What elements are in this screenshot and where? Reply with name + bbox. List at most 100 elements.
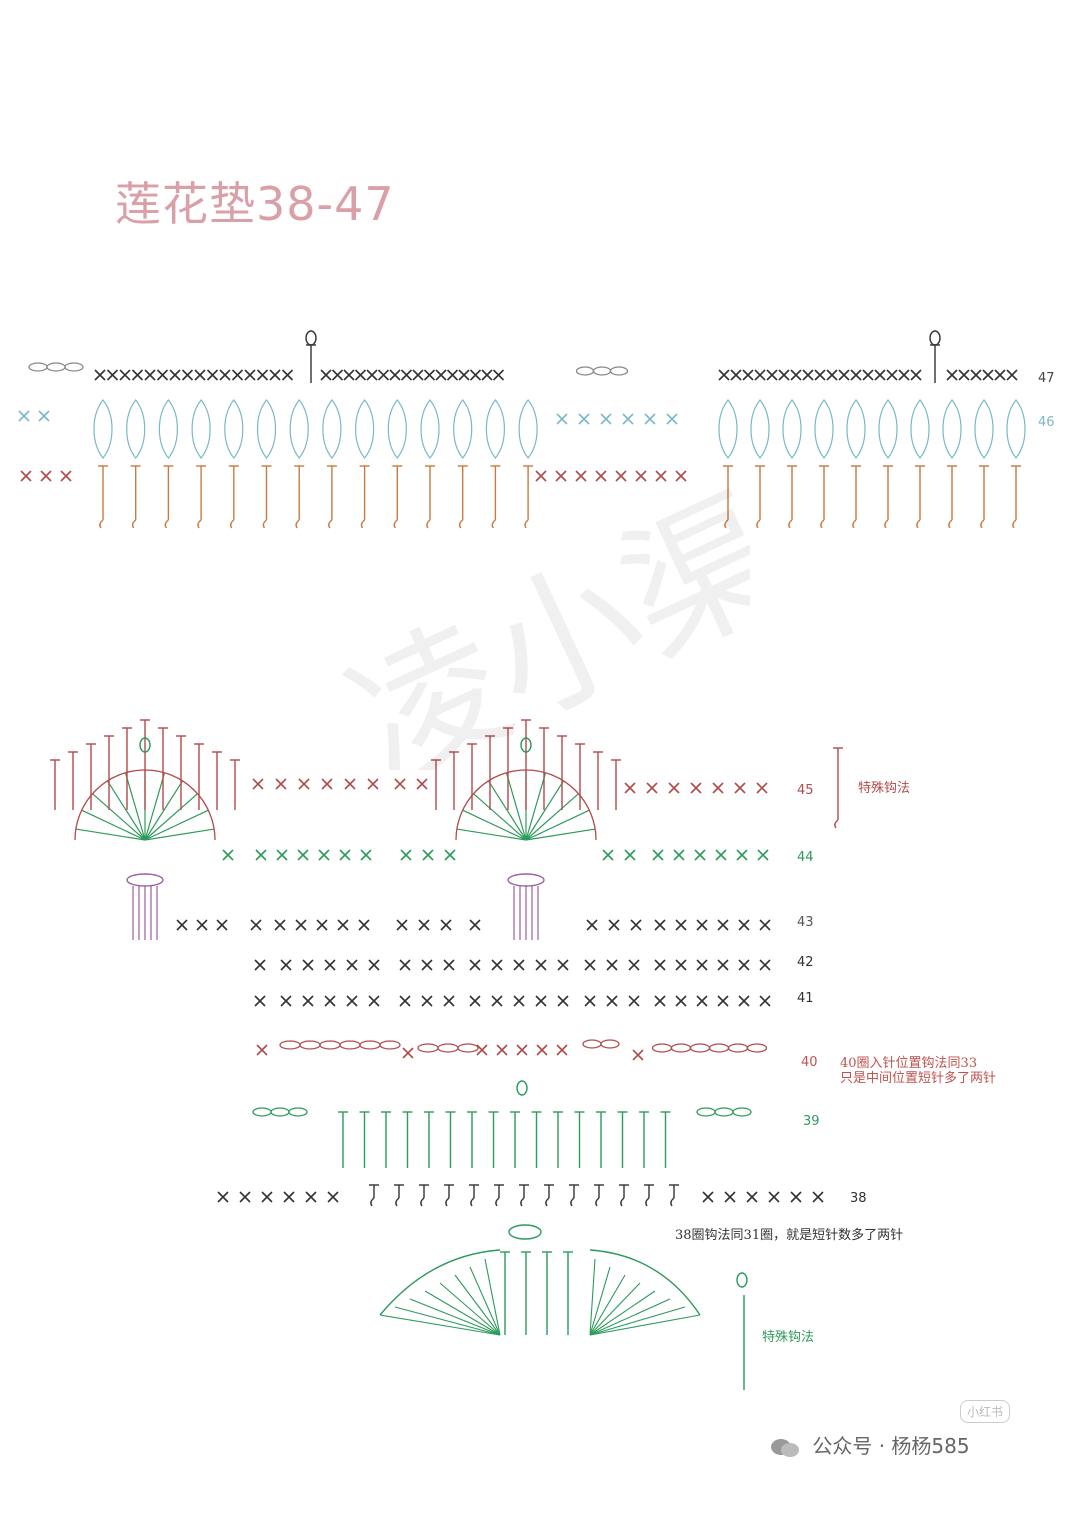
row-label-45: 45 [797, 783, 814, 798]
single-crochet-stitch [624, 782, 636, 794]
stitch-hook [262, 519, 267, 529]
single-crochet-stitch [402, 1047, 414, 1059]
single-crochet-stitch [156, 369, 169, 381]
chain-stitch [339, 1040, 361, 1050]
fan-stitch [525, 793, 579, 841]
stitch-hook [426, 519, 431, 529]
single-crochet-stitch [346, 959, 358, 971]
single-crochet-stitch [38, 410, 50, 422]
petal-stitch [846, 399, 866, 459]
special-fan-left [379, 1249, 501, 1316]
special-fan-stitch [394, 1306, 501, 1336]
petal-stitch [942, 399, 962, 459]
stitch-hook [524, 519, 529, 529]
fan-stitch [144, 828, 215, 841]
single-crochet-stitch [256, 1044, 268, 1056]
chain-stitch [689, 1043, 711, 1053]
row-label-40: 40 [801, 1055, 818, 1070]
single-crochet-stitch [358, 919, 370, 931]
single-crochet-stitch [421, 995, 433, 1007]
petal-stitch [224, 399, 244, 459]
special-fan-stitch [589, 1314, 701, 1336]
single-crochet-stitch [516, 1044, 528, 1056]
petal-stitch [420, 399, 440, 459]
single-crochet-stitch [759, 919, 771, 931]
single-crochet-stitch [635, 470, 647, 482]
fan-arc [455, 769, 597, 841]
single-crochet-stitch [94, 369, 106, 381]
bobble-stitch [929, 330, 941, 346]
platform-badge: 小红书 [960, 1400, 1011, 1423]
stitch-hook [328, 519, 333, 529]
footer-text: 公众号 · 杨杨585 [812, 1434, 970, 1458]
single-crochet-stitch [586, 919, 598, 931]
stitch-hook [670, 1197, 675, 1207]
chain-stitch [592, 366, 612, 376]
single-crochet-stitch [412, 369, 424, 381]
petal-stitch [1006, 399, 1026, 459]
single-crochet-stitch [396, 919, 408, 931]
single-crochet-stitch [970, 369, 982, 381]
single-crochet-stitch [254, 995, 266, 1007]
stitch-hook [645, 1197, 650, 1207]
chain-stitch [746, 1043, 768, 1053]
single-crochet-stitch [252, 778, 264, 790]
fan-stitch [144, 780, 184, 841]
fan-stitch [144, 809, 209, 841]
special-fan-stitch [589, 1282, 641, 1336]
single-crochet-stitch [756, 782, 768, 794]
petal-stitch [910, 399, 930, 459]
chain-stitch [609, 366, 629, 376]
single-crochet-stitch [602, 849, 614, 861]
chain-stitch [288, 1107, 308, 1117]
stitch-hook [545, 1197, 550, 1207]
single-crochet-stitch [675, 470, 687, 482]
stitch-hook [131, 519, 137, 529]
single-crochet-stitch [324, 959, 336, 971]
single-crochet-stitch [730, 369, 742, 381]
diagram-title: 莲花垫38-47 [115, 177, 395, 231]
bobble-stitch [520, 737, 532, 753]
chain-stitch [732, 1107, 752, 1117]
single-crochet-stitch [239, 1191, 251, 1203]
single-crochet-stitch [176, 919, 188, 931]
single-crochet-stitch [754, 369, 766, 381]
chain-stitch [379, 1040, 401, 1050]
stitch-hook [724, 519, 729, 529]
single-crochet-stitch [302, 959, 314, 971]
single-crochet-stitch [422, 849, 434, 861]
single-crochet-stitch [557, 959, 569, 971]
bobble-stitch [305, 330, 317, 346]
row-label-46: 46 [1038, 415, 1055, 430]
single-crochet-stitch [746, 1191, 758, 1203]
stitch-hook [395, 1197, 400, 1207]
single-crochet-stitch [766, 369, 778, 381]
single-crochet-stitch [513, 995, 525, 1007]
single-crochet-stitch [814, 369, 826, 381]
fan-stitch [525, 780, 565, 841]
single-crochet-stitch [418, 919, 430, 931]
petal-stitch [289, 399, 309, 459]
special-fan-stitch [424, 1290, 501, 1336]
single-crochet-stitch [690, 782, 702, 794]
cluster-ring [126, 873, 164, 887]
single-crochet-stitch [444, 849, 456, 861]
special-fan-stitch [439, 1282, 501, 1336]
special-fan-stitch [379, 1314, 501, 1336]
single-crochet-stitch [556, 1044, 568, 1056]
single-crochet-stitch [675, 959, 687, 971]
stitch-hook [595, 1197, 600, 1207]
single-crochet-stitch [850, 369, 862, 381]
single-crochet-stitch [630, 919, 642, 931]
special-fan-stitch [589, 1266, 611, 1336]
chain-stitch [28, 362, 48, 372]
single-crochet-stitch [513, 959, 525, 971]
single-crochet-stitch [217, 1191, 229, 1203]
single-crochet-stitch [321, 778, 333, 790]
petal-stitch [782, 399, 802, 459]
chain-stitch [600, 1039, 620, 1049]
single-crochet-stitch [377, 369, 390, 381]
single-crochet-stitch [736, 849, 748, 861]
single-crochet-stitch [802, 369, 814, 381]
chain-stitch [46, 362, 66, 372]
